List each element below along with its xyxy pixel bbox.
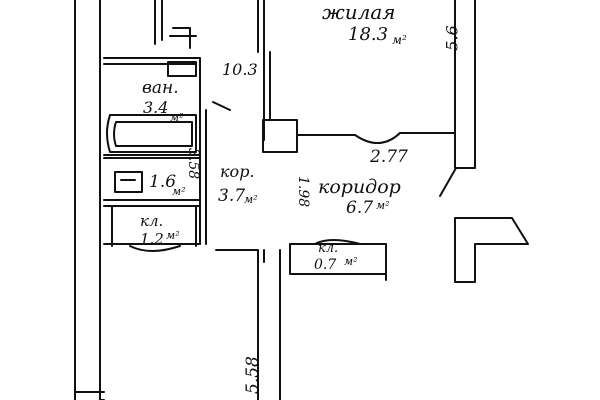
closet2-walls xyxy=(289,243,387,281)
dimension-3-58: 3.58 xyxy=(185,148,201,180)
room-area-bath: 3.4 xyxy=(143,98,169,117)
top-wall-right xyxy=(257,0,265,53)
bath-wall xyxy=(103,57,207,245)
column xyxy=(262,119,298,153)
room-unit-closet2: м² xyxy=(344,255,358,268)
dimension-1-98: 1.98 xyxy=(295,176,311,208)
living-bottom-wall xyxy=(263,49,271,141)
closet1-door xyxy=(129,245,181,252)
room-name-hall: кор. xyxy=(220,162,255,181)
living-bottom-partition xyxy=(296,132,456,136)
wc-wall xyxy=(103,199,201,207)
room-name-bath: ван. xyxy=(142,78,179,98)
outer-wall-left xyxy=(74,0,105,400)
room-area-wc: 1.6 xyxy=(149,172,177,192)
living-right-wall xyxy=(454,0,476,169)
room-area-closet2: 0.7 xyxy=(314,257,337,273)
closet1-walls xyxy=(103,205,201,247)
shower-tray xyxy=(167,27,197,77)
dimension-5-58: 5.58 xyxy=(243,356,263,394)
top-wall-segment xyxy=(154,0,163,45)
room-area-hall: 3.7 xyxy=(218,186,246,206)
right-diag xyxy=(439,167,457,197)
room-unit-hall: м² xyxy=(244,193,258,206)
toilet xyxy=(114,171,143,193)
dimension-right-top: 5.6 xyxy=(442,25,462,51)
room-unit-bath: м² xyxy=(170,111,184,124)
room-area-closet1: 1.2 xyxy=(140,230,164,248)
room-unit-corridor: м² xyxy=(376,199,390,212)
room-name-closet1: кл. xyxy=(140,212,164,230)
room-unit-wc: м² xyxy=(172,185,186,198)
bath-bottom xyxy=(103,154,201,159)
room-name-corridor: коридор xyxy=(318,176,401,198)
room-name-living: жилая xyxy=(322,0,396,24)
dimension-2-77: 2.77 xyxy=(370,147,408,167)
room-area-corridor: 6.7 xyxy=(346,198,374,218)
corridor-lower-left xyxy=(215,249,281,400)
room-area-living: 18.3 xyxy=(348,24,389,45)
bathtub xyxy=(106,114,197,153)
room-name-closet2: кл. xyxy=(318,241,339,256)
closet2-door xyxy=(314,239,361,245)
room-unit-living: м² xyxy=(392,33,407,47)
room-unit-closet1: м² xyxy=(166,229,180,242)
dimension-10-3: 10.3 xyxy=(222,60,258,79)
door-swing-left xyxy=(212,101,231,111)
right-lower-block xyxy=(454,217,529,283)
living-door-arc xyxy=(354,132,401,144)
